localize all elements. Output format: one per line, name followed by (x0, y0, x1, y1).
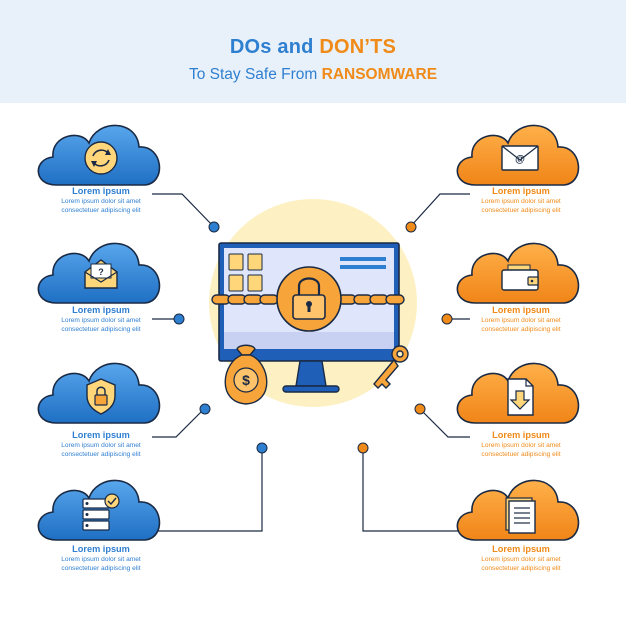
page-title: DOs and DON’TS (0, 36, 626, 59)
do-card-1: Lorem ipsum Lorem ipsum dolor sit amet c… (36, 186, 166, 215)
title-donts: DON’TS (319, 36, 397, 58)
do-card-4-desc-line1: Lorem ipsum dolor sit amet (61, 556, 141, 563)
dont-card-1-desc-line2: consectetuer adipiscing elit (481, 206, 561, 214)
sync-icon (84, 141, 118, 175)
wallet-icon (501, 264, 539, 291)
title-dos: DOs (229, 36, 272, 58)
header-band (0, 0, 626, 103)
do-card-2-desc-line1: Lorem ipsum dolor sit amet (61, 317, 141, 324)
do-card-2-title: Lorem ipsum (72, 305, 130, 315)
do-card-1-desc-line2: consectetuer adipiscing elit (61, 206, 141, 214)
svg-text:@: @ (515, 154, 525, 165)
chain-icon (211, 294, 405, 305)
connector-lines (152, 193, 470, 532)
do-card-3-desc-line1: Lorem ipsum dolor sit amet (61, 442, 141, 449)
dont-card-2: Lorem ipsum Lorem ipsum dolor sit amet c… (456, 305, 586, 334)
dont-card-4: Lorem ipsum Lorem ipsum dolor sit amet c… (456, 544, 586, 573)
dont-card-1: Lorem ipsum Lorem ipsum dolor sit amet c… (456, 186, 586, 215)
dont-card-4-title: Lorem ipsum (492, 544, 550, 554)
money-bag-symbol: $ (242, 372, 250, 388)
do-card-3-title: Lorem ipsum (72, 430, 130, 440)
key-icon (373, 345, 409, 389)
connector-dots (173, 221, 453, 454)
do-card-2: Lorem ipsum Lorem ipsum dolor sit amet c… (36, 305, 166, 334)
dont-card-2-title: Lorem ipsum (492, 305, 550, 315)
dont-card-1-desc-line1: Lorem ipsum dolor sit amet (481, 198, 561, 205)
subtitle-emphasis: RANSOMWARE (321, 66, 438, 83)
dont-card-3-title: Lorem ipsum (492, 430, 550, 440)
document-icon (505, 497, 536, 534)
dont-card-2-desc-line1: Lorem ipsum dolor sit amet (481, 317, 561, 324)
do-card-3: Lorem ipsum Lorem ipsum dolor sit amet c… (36, 430, 166, 459)
shield-lock-icon (86, 378, 116, 415)
do-card-4-desc-line2: consectetuer adipiscing elit (61, 564, 141, 572)
dont-card-4-desc-line1: Lorem ipsum dolor sit amet (481, 556, 561, 563)
do-card-2-desc-line2: consectetuer adipiscing elit (61, 325, 141, 333)
dont-card-1-title: Lorem ipsum (492, 186, 550, 196)
open-envelope-question-icon: ? (84, 259, 118, 289)
dont-card-4-desc-line2: consectetuer adipiscing elit (481, 564, 561, 572)
money-bag-icon (224, 344, 268, 405)
padlock-icon (276, 266, 342, 332)
download-file-icon (507, 378, 534, 416)
subtitle-lead: To Stay Safe From (188, 66, 318, 83)
server-check-icon (82, 493, 120, 531)
do-card-1-desc-line1: Lorem ipsum dolor sit amet (61, 198, 141, 205)
dont-card-3-desc-line1: Lorem ipsum dolor sit amet (481, 442, 561, 449)
dont-card-2-desc-line2: consectetuer adipiscing elit (481, 325, 561, 333)
do-card-3-desc-line2: consectetuer adipiscing elit (61, 450, 141, 458)
dont-card-3: Lorem ipsum Lorem ipsum dolor sit amet c… (456, 430, 586, 459)
do-card-1-title: Lorem ipsum (72, 186, 130, 196)
page-subtitle: To Stay Safe From RANSOMWARE (0, 66, 626, 84)
email-envelope-icon: @ (501, 145, 539, 171)
dont-card-3-desc-line2: consectetuer adipiscing elit (481, 450, 561, 458)
title-and: and (277, 36, 314, 58)
do-card-4: Lorem ipsum Lorem ipsum dolor sit amet c… (36, 544, 166, 573)
svg-text:?: ? (98, 267, 104, 277)
do-card-4-title: Lorem ipsum (72, 544, 130, 554)
